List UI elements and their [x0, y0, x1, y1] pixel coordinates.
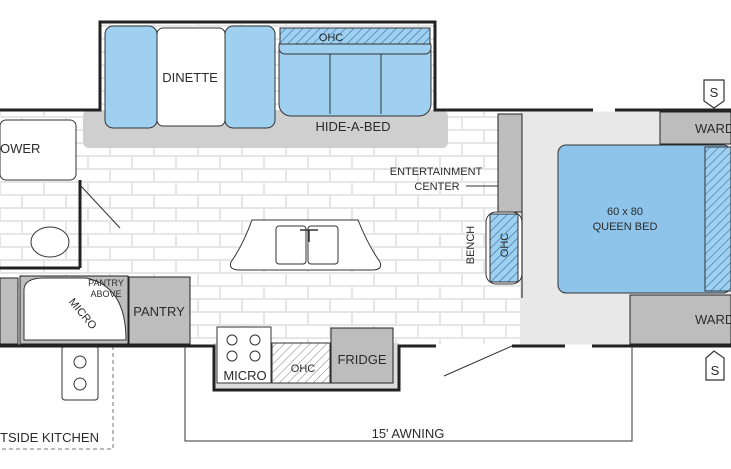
ohc-over-sofa	[279, 27, 431, 45]
awning-label: 15' AWNING	[372, 426, 445, 441]
slide-marker-bottom-label: S	[711, 363, 720, 378]
dinette-label: DINETTE	[162, 70, 218, 85]
burner-2	[249, 334, 261, 346]
shower	[0, 119, 77, 181]
dinette-booth-left	[104, 25, 158, 129]
fridge-box	[330, 327, 394, 384]
entertainment-center-cabinet	[497, 113, 523, 213]
toilet	[30, 226, 70, 258]
wardrobe-top-label: WARD	[695, 121, 731, 136]
bed-name-label: QUEEN BED	[593, 221, 658, 233]
kitchen-ohc	[271, 342, 331, 384]
burner-1	[226, 334, 238, 346]
sink-basin-right	[307, 225, 339, 265]
slide-marker-top-label: S	[710, 85, 719, 100]
bench-label: BENCH	[465, 226, 477, 265]
micro-corner	[23, 277, 127, 341]
fridge-label: FRIDGE	[337, 352, 386, 367]
pantry-label: PANTRY	[133, 304, 185, 319]
pantry-cabinet	[128, 276, 191, 345]
burner-3	[226, 350, 238, 362]
burner-4	[249, 350, 261, 362]
pantry-above-label-1: PANTRY	[88, 278, 124, 288]
dinette-table	[156, 27, 226, 127]
outside-burner-1	[73, 355, 87, 369]
ohc-sofa-label: OHC	[319, 32, 344, 44]
slide-marker-top	[703, 79, 725, 109]
left-small-cabinet	[0, 277, 19, 345]
bed-nightstand-ohc	[704, 146, 731, 292]
exterior-wall-top	[0, 20, 731, 112]
bed-size-label: 60 x 80	[607, 206, 643, 218]
outside-kitchen-outline	[0, 346, 114, 450]
shower-label: OWER	[0, 141, 40, 156]
queen-bed	[557, 144, 731, 294]
bench-ohc-label: OHC	[499, 233, 511, 258]
wardrobe-bottom	[629, 294, 731, 345]
micro-stove-label: MICRO	[223, 368, 266, 383]
outside-kitchen-label: TSIDE KITCHEN	[0, 430, 99, 445]
entertainment-label-2: CENTER	[414, 181, 459, 193]
pantry-above-label-2: ABOVE	[90, 289, 121, 299]
faucet-icon	[300, 229, 318, 242]
entertainment-label-1: ENTERTAINMENT	[390, 166, 483, 178]
wardrobe-bottom-label: WARD	[695, 312, 731, 327]
hide-a-bed-label: HIDE-A-BED	[315, 119, 390, 134]
wardrobe-top	[659, 111, 731, 145]
stove	[216, 326, 272, 384]
entry-door-swing	[443, 345, 513, 377]
dinette-booth-right	[224, 25, 276, 129]
awning-outline	[184, 346, 633, 442]
outside-cooktop	[61, 345, 99, 401]
bench-ohc	[489, 213, 519, 283]
sink-basin-left	[275, 225, 307, 265]
outside-burner-2	[73, 377, 87, 391]
bath-door-swing	[79, 184, 121, 229]
kitchen-ohc-label: OHC	[291, 363, 316, 375]
slide-marker-bottom	[705, 350, 725, 381]
